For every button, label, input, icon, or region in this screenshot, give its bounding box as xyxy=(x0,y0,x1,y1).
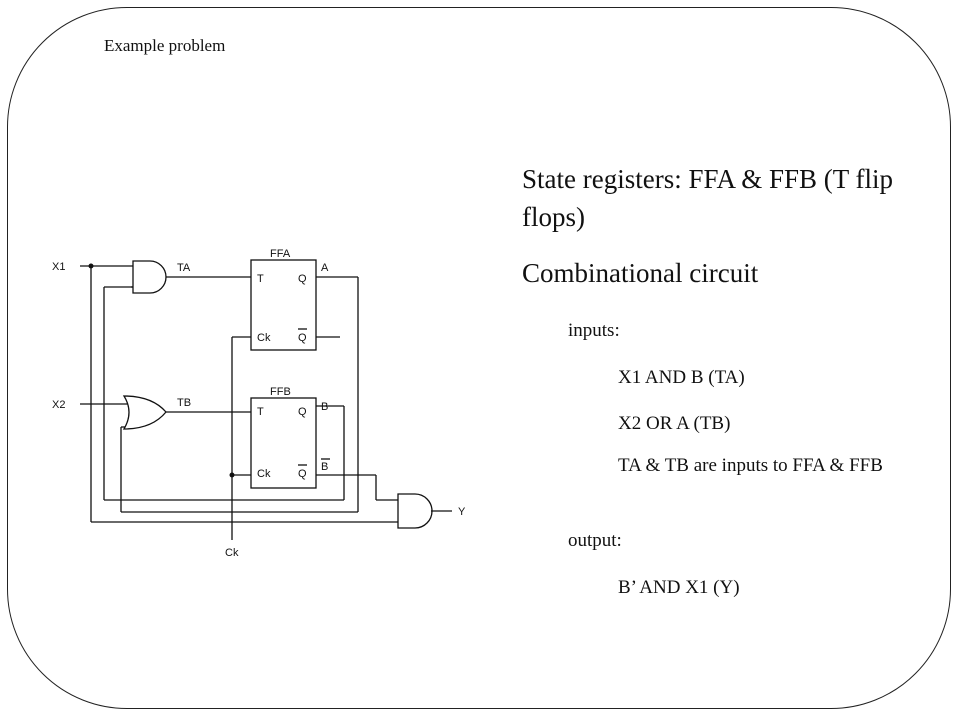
bullet-output-label: output: xyxy=(568,530,622,551)
flip-flop-ffb xyxy=(250,397,317,489)
slide-caption: Example problem xyxy=(104,36,226,55)
label-tb: TB xyxy=(177,397,191,409)
label-x2: X2 xyxy=(52,399,65,411)
bullet-input-ta: X1 AND B (TA) xyxy=(618,367,745,388)
flip-flop-ffa xyxy=(250,259,317,351)
ffb-title: FFB xyxy=(270,386,291,398)
bullet-state-registers: State registers: FFA & FFB (T flip flops… xyxy=(522,164,894,232)
ffb-ck-pin: Ck xyxy=(257,468,271,480)
or-gate-tb xyxy=(122,395,167,430)
label-a: A xyxy=(321,262,329,274)
bullet-output-y: B’ AND X1 (Y) xyxy=(618,577,740,598)
ffb-t-pin: T xyxy=(257,406,264,418)
bullet-input-note: TA & TB are inputs to FFA & FFB xyxy=(618,455,883,476)
ffb-q-pin: Q xyxy=(298,406,307,418)
label-ta: TA xyxy=(177,262,191,274)
ffa-ck-pin: Ck xyxy=(257,332,271,344)
label-y: Y xyxy=(458,506,466,518)
bullet-input-tb: X2 OR A (TB) xyxy=(618,413,731,434)
label-b: B xyxy=(321,401,328,413)
ffa-title: FFA xyxy=(270,248,291,260)
slide-frame xyxy=(7,7,951,709)
ffa-q-pin: Q xyxy=(298,273,307,285)
label-x1: X1 xyxy=(52,261,65,273)
label-ck: Ck xyxy=(225,547,239,559)
label-b-bar: B xyxy=(321,461,328,473)
bullet-combinational-circuit: Combinational circuit xyxy=(522,258,759,288)
and-gate-y xyxy=(397,493,433,529)
ffa-qbar-pin: Q xyxy=(298,332,307,344)
bullet-list: State registers: FFA & FFB (T flip flops… xyxy=(522,160,922,292)
ffb-qbar-pin: Q xyxy=(298,468,307,480)
bullet-inputs-label: inputs: xyxy=(568,320,620,341)
ffa-t-pin: T xyxy=(257,273,264,285)
and-gate-ta xyxy=(132,260,167,294)
